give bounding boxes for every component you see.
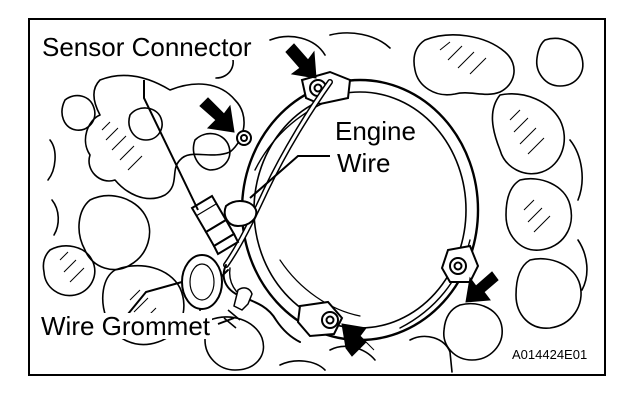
harness-clamp [223,200,258,228]
figure-code: A014424E01 [512,347,588,362]
arrow-icon [199,97,235,133]
engine-wire-label-line2: Wire [337,148,391,178]
leader-lines [127,80,330,325]
wire-grommet [181,254,223,310]
arrow-icon [341,323,375,357]
shading-hatch [59,41,551,325]
cover-flanges [296,70,480,338]
leader-wire-grommet-2 [217,317,235,325]
wire-end [223,287,253,329]
diagram-frame: Sensor Connector Engine Wire Wire Gromme… [28,18,606,376]
wire-grommet-label: Wire Grommet [39,311,212,341]
leader-sensor-connector [143,80,199,211]
leader-wire-grommet [127,281,183,315]
engine-illustration [42,32,588,373]
leader-engine-wire [249,155,330,199]
sensor-connector [190,194,240,256]
engine-wire-label-line1: Engine [335,116,416,146]
arrow-icon [285,43,317,79]
sensor-connector-label: Sensor Connector [40,32,254,62]
bolt-heads [236,79,467,329]
bolt-arrows [199,43,499,357]
arrow-icon [465,271,499,303]
